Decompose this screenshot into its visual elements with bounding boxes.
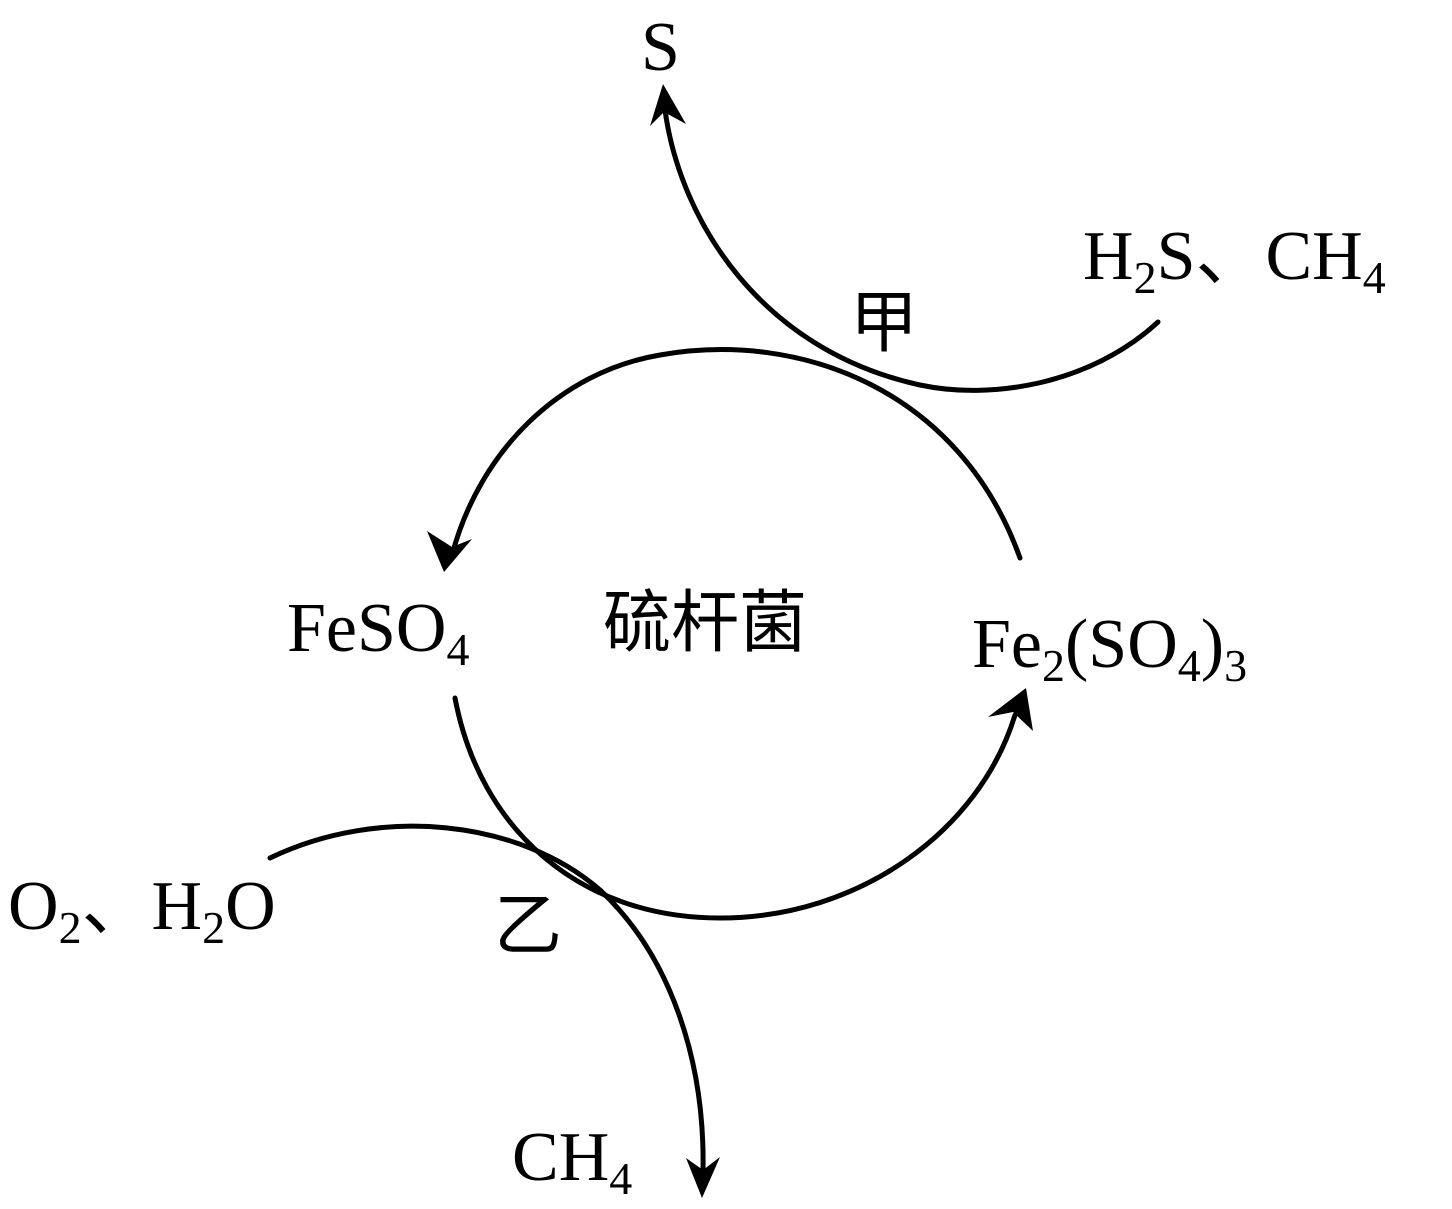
label-fe2so43-p1: Fe [972,606,1042,683]
label-fe2so43-s1: 2 [1042,640,1065,691]
label-ch4-bottom: CH4 [512,1123,632,1202]
label-feso4-main: FeSO [287,590,447,667]
label-s: S [641,9,680,86]
label-fe2so43-s3: 3 [1224,640,1248,691]
label-bacteria: 硫杆菌 [603,584,808,663]
label-feso4-sub: 4 [446,624,470,675]
arrowhead-to-fe2so43 [988,688,1033,731]
label-ch4-bottom-sub: 4 [609,1153,633,1204]
arrowhead-to-ch4 [686,1157,720,1198]
label-fe2so43-s2: 4 [1177,640,1201,691]
label-feso4: FeSO4 [287,594,469,673]
label-h2s-ch4: H2S、CH4 [1083,222,1386,301]
label-fe2so43: Fe2(SO4)3 [972,610,1247,689]
label-o2-h2o-s1: 2 [58,902,82,953]
label-o2-h2o: O2、H2O [8,872,276,951]
label-o2-h2o-p1: O [8,868,59,945]
arrowhead-to-feso4 [427,531,472,572]
arc-fe2-to-fe3 [452,695,1018,921]
label-yi: 乙 [494,887,563,966]
label-fe2so43-p2: (SO [1065,606,1178,683]
label-h2s-ch4-part2: S、CH [1156,218,1363,295]
label-o2-h2o-p3: O [225,868,276,945]
label-h2s-ch4-sub2: 4 [1362,252,1386,303]
label-jia: 甲 [850,284,919,363]
label-ch4-bottom-main: CH [512,1119,610,1196]
label-o2-h2o-p2: 、H [81,868,203,945]
arc-fe3-to-fe2 [449,347,1023,561]
label-h2s-ch4-sub1: 2 [1133,252,1157,303]
arrowhead-to-s [650,84,686,126]
branch-bottom [267,823,706,1173]
label-fe2so43-p3: ) [1200,606,1225,683]
label-h2s-ch4-part1: H [1083,218,1134,295]
label-o2-h2o-s2: 2 [202,902,226,953]
branch-top [662,107,1161,393]
